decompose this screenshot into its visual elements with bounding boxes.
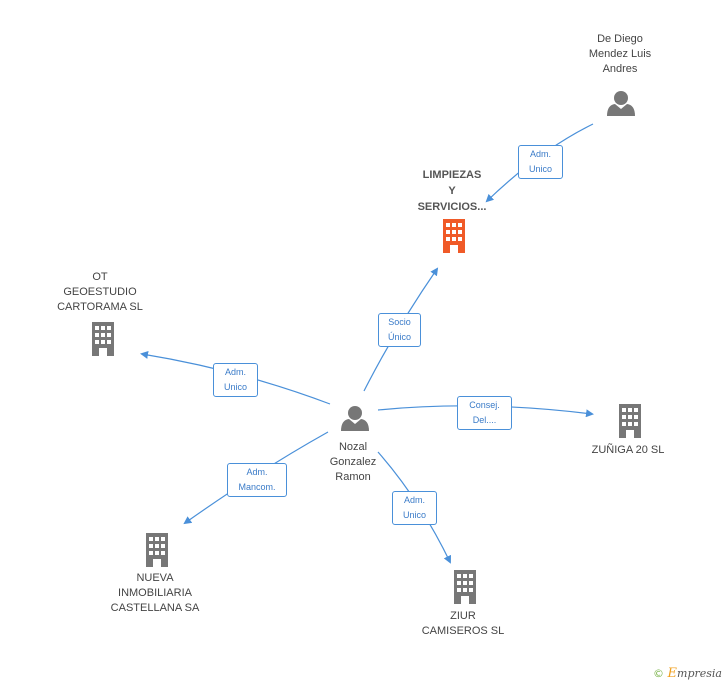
brand-initial: E [667,666,678,681]
person-icon[interactable] [341,406,369,431]
brand-name: mpresia [677,667,722,680]
copyright-icon: © [653,667,665,680]
building-icon[interactable] [142,533,172,567]
building-icon[interactable] [615,404,645,438]
node-label-limpiezas[interactable]: LIMPIEZAS Y SERVICIOS... [417,169,487,213]
role-label-adm-unico: Adm. Unico [392,491,437,525]
node-label-ot-geoestudio[interactable]: OT GEOESTUDIO CARTORAMA SL [57,271,143,313]
role-label-socio-unico: Socio Único [378,313,421,347]
person-icon[interactable] [607,91,635,116]
building-icon[interactable] [450,570,480,604]
role-label-adm-mancom: Adm. Mancom. [227,463,287,497]
role-label-adm-unico: Adm. Unico [213,363,258,397]
empresia-watermark: © Empresia [653,666,722,681]
node-label-nozal[interactable]: Nozal Gonzalez Ramon [329,441,377,483]
building-icon[interactable] [88,322,118,356]
node-label-de-diego[interactable]: De Diego Mendez Luis Andres [588,33,652,75]
node-label-nueva-inmobiliaria[interactable]: NUEVA INMOBILIARIA CASTELLANA SA [110,572,200,614]
building-icon-focus[interactable] [438,219,470,253]
node-label-ziur[interactable]: ZIUR CAMISEROS SL [421,610,505,637]
role-label-consej-del: Consej. Del.... [457,396,512,430]
role-label-adm-unico: Adm. Unico [518,145,563,179]
node-label-zuniga[interactable]: ZUÑIGA 20 SL [591,444,665,456]
